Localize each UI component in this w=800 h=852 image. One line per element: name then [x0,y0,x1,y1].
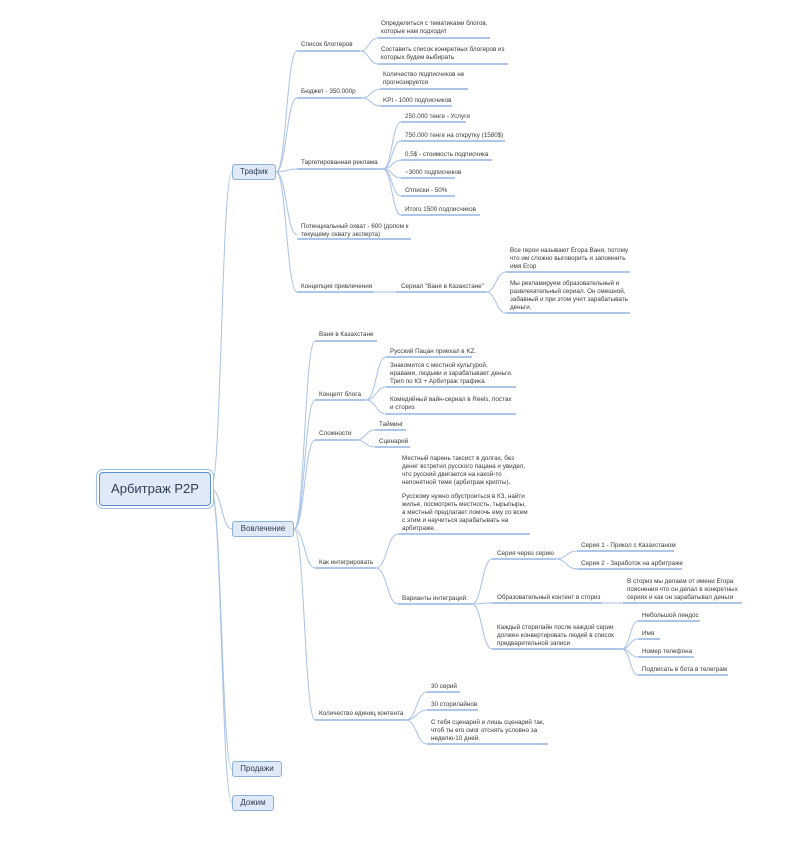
node-budget[interactable]: Бюджет - 350.000р [301,88,356,95]
node-target-total[interactable]: Итого 1500 подписчиков [405,206,476,213]
node-target-subs[interactable]: ~3000 подписчиков [405,169,462,176]
node-targeting[interactable]: Таргетированная реклама [301,159,378,166]
connector-line [293,399,316,530]
node-each-storyline[interactable]: Каждый сторилайн после каждой серии долж… [497,624,614,647]
node-budget-kpi[interactable]: KPI - 1000 подписчиков [383,97,452,104]
node-bloggers-list[interactable]: Составить список конкретных блогеров из … [381,46,505,61]
branch-engagement[interactable]: Вовлечение [232,521,294,537]
node-variants[interactable]: Варианты интеграций: [402,595,468,602]
node-count-storylines[interactable]: 30 сторилайнов [431,701,478,708]
node-count-script[interactable]: С тебя сценарий и лишь сценарий так, что… [431,719,545,742]
connector-line [405,709,428,721]
node-each-telegram[interactable]: Подписать в бота в телеграм [642,666,728,673]
connector-line [361,97,381,107]
connector-line [375,533,399,569]
connector-line [210,171,233,490]
node-diff-script[interactable]: Сценарий [379,438,409,445]
node-target-unsub[interactable]: Отписки - 50% [405,187,448,194]
connector-line [355,429,376,441]
node-target-cps[interactable]: 0,5$ - стоимость подписчика [405,151,489,158]
connector-line [359,50,379,65]
connector-line [361,88,381,99]
node-blog-arrival[interactable]: Русский Пацан приехал в KZ. [390,348,477,355]
branch-traffic[interactable]: Трафик [232,164,276,180]
node-each-phone[interactable]: Номер телефона [642,648,693,655]
connector-line [293,528,316,721]
node-target-services[interactable]: 250.000 тенге - Услуги [405,113,470,120]
connector-line [275,171,298,293]
connector-line [382,140,402,170]
node-reach[interactable]: Потенциальный охват - 600 (допом к текущ… [301,223,409,238]
node-series-promo[interactable]: Мы рекламируем образовательный и развлек… [510,280,628,311]
connector-line [210,488,233,530]
node-concept[interactable]: Концепция привлечения [301,283,373,290]
node-bloggers-topics[interactable]: Определиться с тематиками блогов, которы… [381,20,488,35]
connector-line [555,550,578,560]
connector-line [355,439,376,448]
node-bloggers[interactable]: Список блоггеров [301,41,353,48]
connector-line [359,37,379,52]
node-series-chain[interactable]: Серия через серию [497,550,554,557]
connector-line [621,648,639,676]
connector-line [621,620,639,650]
connector-line [382,121,402,170]
node-series-heroes[interactable]: Все герои называют Егора Ваня, потому чт… [510,247,629,270]
node-content-count[interactable]: Количество единиц контента [319,710,404,717]
connector-line [382,168,402,216]
node-edu-explain[interactable]: В сториз мы делаем от имени Егора поясне… [627,578,738,601]
node-diff-timing[interactable]: Тайминг [379,421,404,428]
node-episode-1[interactable]: Серия 1 - Прикол с Казахстаном [581,542,676,549]
node-integrate[interactable]: Как интегрировать [319,559,374,566]
connector-line [365,356,387,401]
connector-line [275,50,298,173]
branch-sales[interactable]: Продажи [232,761,282,777]
node-episode-2[interactable]: Серия 2 - Заработок на арбитраже [581,560,683,567]
node-series[interactable]: Сериал "Ваня в Казахстане" [401,283,484,290]
connector-line [471,603,493,650]
connector-line [293,340,316,530]
connector-line [275,171,298,236]
branch-retention[interactable]: Дожим [232,795,274,811]
connector-line [485,271,507,293]
connector-line [375,567,399,605]
connector-line [275,168,298,173]
connector-line [471,558,493,605]
connector-line [365,386,387,401]
connector-line [405,719,428,745]
root-node[interactable]: Арбитраж P2P [99,472,211,506]
connector-line [210,488,233,770]
node-integ-help[interactable]: Русскому нужно обустроиться в КЗ, найти … [402,493,528,532]
connector-line [275,97,298,173]
node-difficulties[interactable]: Сложности [319,430,352,437]
node-integ-taxi[interactable]: Местный парень таксист в долгах, без ден… [402,455,526,486]
connector-line [485,291,507,314]
connector-line [293,528,316,569]
node-each-name[interactable]: Имя [642,630,655,637]
node-each-landing[interactable]: Небольшой лендос [642,612,699,619]
node-edu-stories[interactable]: Образовательный контент в сториз [497,594,601,601]
connector-line [293,439,316,530]
connector-line [555,558,578,570]
connector-line [471,602,493,605]
node-blog-format[interactable]: Комедийный вайн-сериал в Reels, постах и… [390,396,512,411]
node-blog-concept[interactable]: Концепт блога [319,391,361,398]
node-blog-culture[interactable]: Знакомится с местной культурой, нравами,… [390,362,513,385]
node-budget-forecast[interactable]: Количество подписчиков не прогнозируется [383,71,465,86]
connector-line [210,488,233,804]
connector-line [405,691,428,721]
connector-line [365,399,387,415]
node-vanya[interactable]: Ваня в Казахстане [319,331,374,338]
node-count-episodes[interactable]: 30 серий [431,683,457,690]
node-target-spend[interactable]: 750.000 тенге на открутку (1580$) [405,132,504,139]
